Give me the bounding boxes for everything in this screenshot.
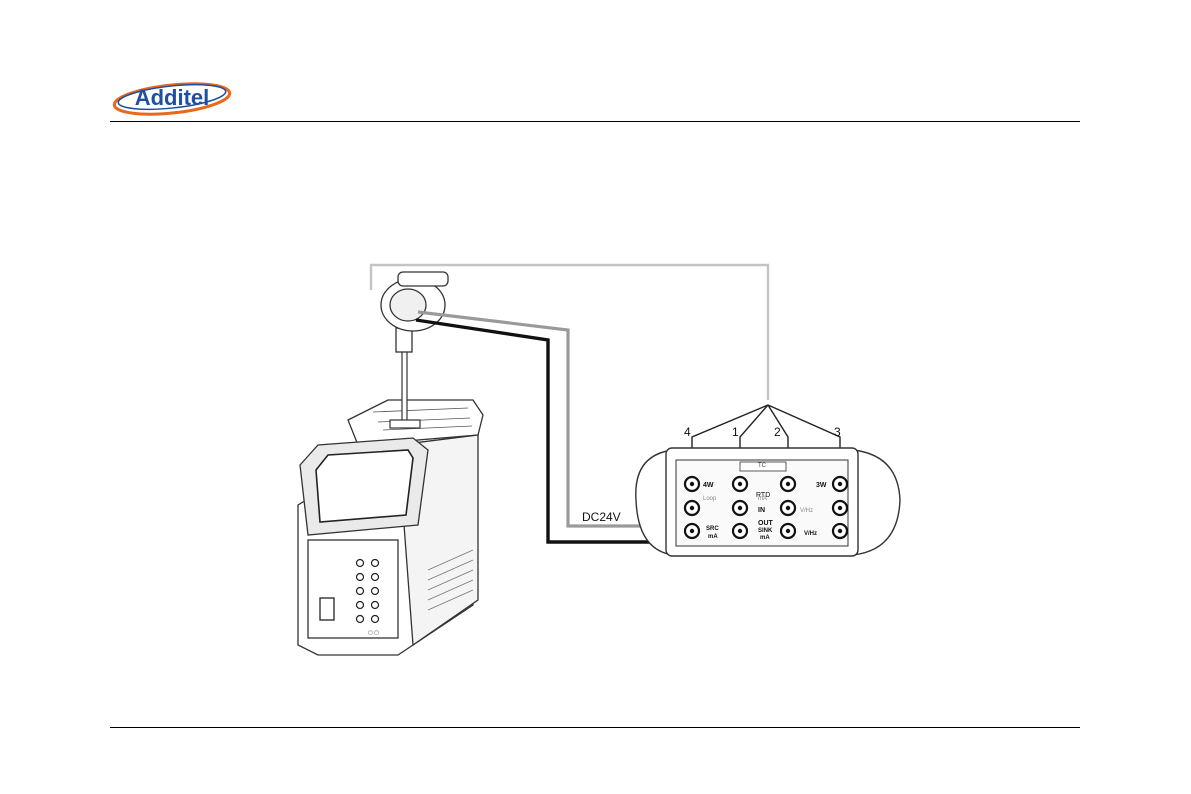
- terminal-dot: [786, 482, 790, 486]
- logo-text: Additel: [135, 85, 210, 110]
- probe-stem: [402, 350, 407, 428]
- power-switch: [320, 598, 334, 620]
- wiring-diagram: ▢ ▢ 4 1 2 3 DC24V: [278, 250, 910, 675]
- label-4w: 4W: [703, 482, 714, 489]
- label-in: IN: [758, 507, 765, 514]
- footer-rule: [110, 727, 1080, 728]
- front-terminal: [372, 574, 379, 581]
- terminal-dot: [738, 506, 742, 510]
- label-sink: SINK: [758, 528, 773, 534]
- terminal-dot: [738, 529, 742, 533]
- tc-label: TC: [758, 463, 767, 469]
- label-src-ma: mA: [708, 534, 718, 540]
- terminal-dot: [690, 506, 694, 510]
- transmitter-neck: [396, 328, 412, 352]
- terminal-dot: [838, 529, 842, 533]
- terminal-number-4: 4: [684, 425, 691, 439]
- additel-logo: Additel: [110, 72, 234, 120]
- front-terminal-label: ▢ ▢: [368, 630, 379, 636]
- terminal-number-3: 3: [834, 425, 841, 439]
- label-sink-ma: mA: [760, 535, 770, 541]
- transmitter-cover: [390, 289, 426, 321]
- terminal-dot: [690, 529, 694, 533]
- terminal-dot: [838, 506, 842, 510]
- front-terminal: [357, 616, 364, 623]
- terminal-dot: [690, 482, 694, 486]
- terminal-number-1: 1: [732, 425, 739, 439]
- terminal-dot: [786, 529, 790, 533]
- front-terminal: [357, 574, 364, 581]
- front-terminal: [372, 588, 379, 595]
- terminal-dot: [738, 482, 742, 486]
- front-terminal: [357, 560, 364, 567]
- probe-flange: [390, 420, 420, 428]
- front-terminal: [372, 560, 379, 567]
- label-ma: mA: [758, 496, 767, 502]
- front-terminal: [357, 588, 364, 595]
- label-loop: Loop: [703, 496, 717, 502]
- front-terminal: [357, 602, 364, 609]
- transmitter-cap: [398, 272, 448, 286]
- label-3w: 3W: [816, 482, 827, 489]
- front-terminal: [372, 616, 379, 623]
- label-vhz-out: V/Hz: [804, 531, 817, 537]
- header-rule: [110, 121, 1080, 122]
- label-out: OUT: [758, 520, 774, 527]
- display-screen: [316, 450, 413, 522]
- terminal-dot: [786, 506, 790, 510]
- front-panel: [308, 540, 398, 638]
- terminal-number-2: 2: [774, 425, 781, 439]
- label-src: SRC: [706, 526, 719, 532]
- dc24v-label: DC24V: [582, 510, 621, 524]
- front-terminal: [372, 602, 379, 609]
- terminal-dot: [838, 482, 842, 486]
- label-vhz: V/Hz: [800, 508, 813, 514]
